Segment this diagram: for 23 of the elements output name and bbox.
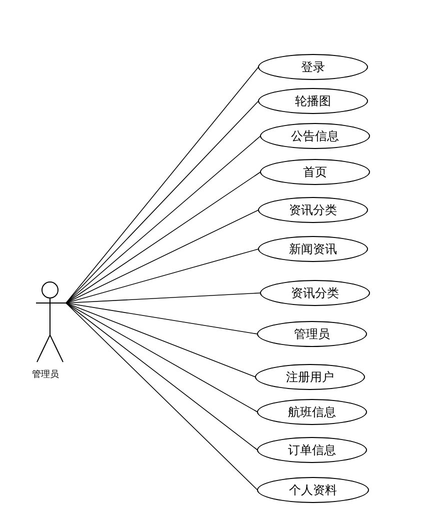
use-case-ellipse: 注册用户	[255, 364, 365, 390]
association-line	[66, 302, 258, 412]
use-case-ellipse: 资讯分类	[260, 280, 370, 306]
use-case-ellipse: 公告信息	[260, 123, 370, 149]
use-case-ellipse: 登录	[258, 54, 368, 80]
association-line	[66, 136, 261, 304]
actor-label: 管理员	[32, 368, 59, 381]
use-case-ellipse: 新闻资讯	[258, 236, 368, 262]
use-case-ellipse: 轮播图	[258, 88, 368, 114]
use-case-ellipse: 首页	[260, 159, 370, 185]
association-line	[66, 248, 259, 304]
association-line	[66, 302, 258, 490]
use-case-ellipse: 资讯分类	[258, 197, 368, 223]
association-line	[66, 172, 261, 304]
association-line	[66, 210, 259, 304]
association-line	[66, 292, 261, 304]
use-case-ellipse: 个人资料	[257, 477, 369, 503]
use-case-ellipse: 航班信息	[257, 399, 367, 425]
association-line	[66, 302, 256, 378]
use-case-ellipse: 管理员	[257, 321, 367, 347]
use-case-ellipse: 订单信息	[257, 437, 367, 463]
association-line	[66, 302, 258, 334]
association-line	[66, 302, 258, 450]
